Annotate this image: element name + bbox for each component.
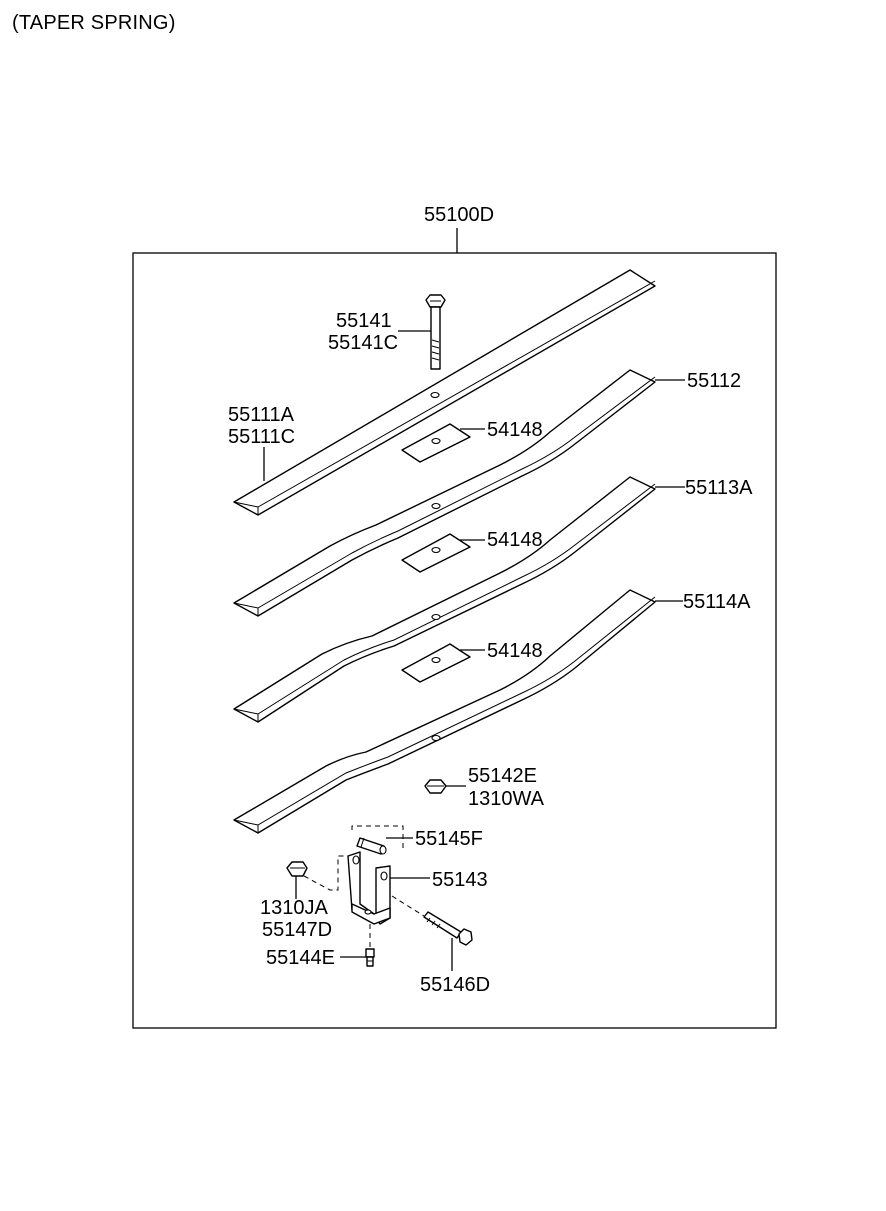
- grease-nipple-icon: [365, 948, 375, 967]
- spring-leaf-1: [233, 269, 656, 516]
- spacer-pad-2: [401, 533, 471, 573]
- callout-nut-a: 55142E: [468, 765, 537, 787]
- spring-leaf-3: [233, 476, 656, 723]
- shackle-bolt-dash-guide: [391, 895, 425, 917]
- callout-leaf3: 55113A: [685, 477, 753, 499]
- center-nut-icon: [424, 779, 447, 794]
- callout-leaf4: 55114A: [683, 591, 751, 613]
- callout-pin: 55145F: [415, 828, 483, 850]
- shackle-nut-dash-guide: [303, 855, 348, 891]
- callout-shackle-nut-a: 1310JA: [260, 897, 328, 919]
- callout-shackle: 55143: [432, 869, 488, 891]
- shackle-pin-icon: [356, 837, 387, 855]
- spring-leaf-2: [233, 369, 656, 617]
- spring-leaf-4: [233, 589, 656, 834]
- callout-nut-b: 1310WA: [468, 788, 545, 810]
- shackle-nut-icon: [286, 861, 308, 877]
- callout-pad2: 54148: [487, 529, 543, 551]
- callout-leaf1-a: 55111A: [228, 404, 295, 426]
- callout-bolt-a: 55141: [336, 310, 392, 332]
- spacer-pad-3: [401, 643, 471, 683]
- callout-leaf2: 55112: [687, 370, 741, 392]
- callout-pad1: 54148: [487, 419, 543, 441]
- assembly-frame: [132, 252, 777, 1029]
- shackle-bolt-icon: [423, 911, 473, 946]
- center-bolt-icon: [425, 294, 446, 370]
- callout-shackle-bolt: 55146D: [420, 974, 490, 996]
- callout-leaf1-b: 55111C: [228, 426, 295, 448]
- callout-shackle-nut-b: 55147D: [262, 919, 332, 941]
- callout-assembly: 55100D: [424, 204, 494, 226]
- callout-grease-nipple: 55144E: [266, 947, 335, 969]
- callout-pad3: 54148: [487, 640, 543, 662]
- page-title: (TAPER SPRING): [12, 12, 176, 34]
- callout-bolt-b: 55141C: [328, 332, 398, 354]
- shackle-icon: [347, 851, 391, 925]
- spacer-pad-1: [401, 423, 471, 463]
